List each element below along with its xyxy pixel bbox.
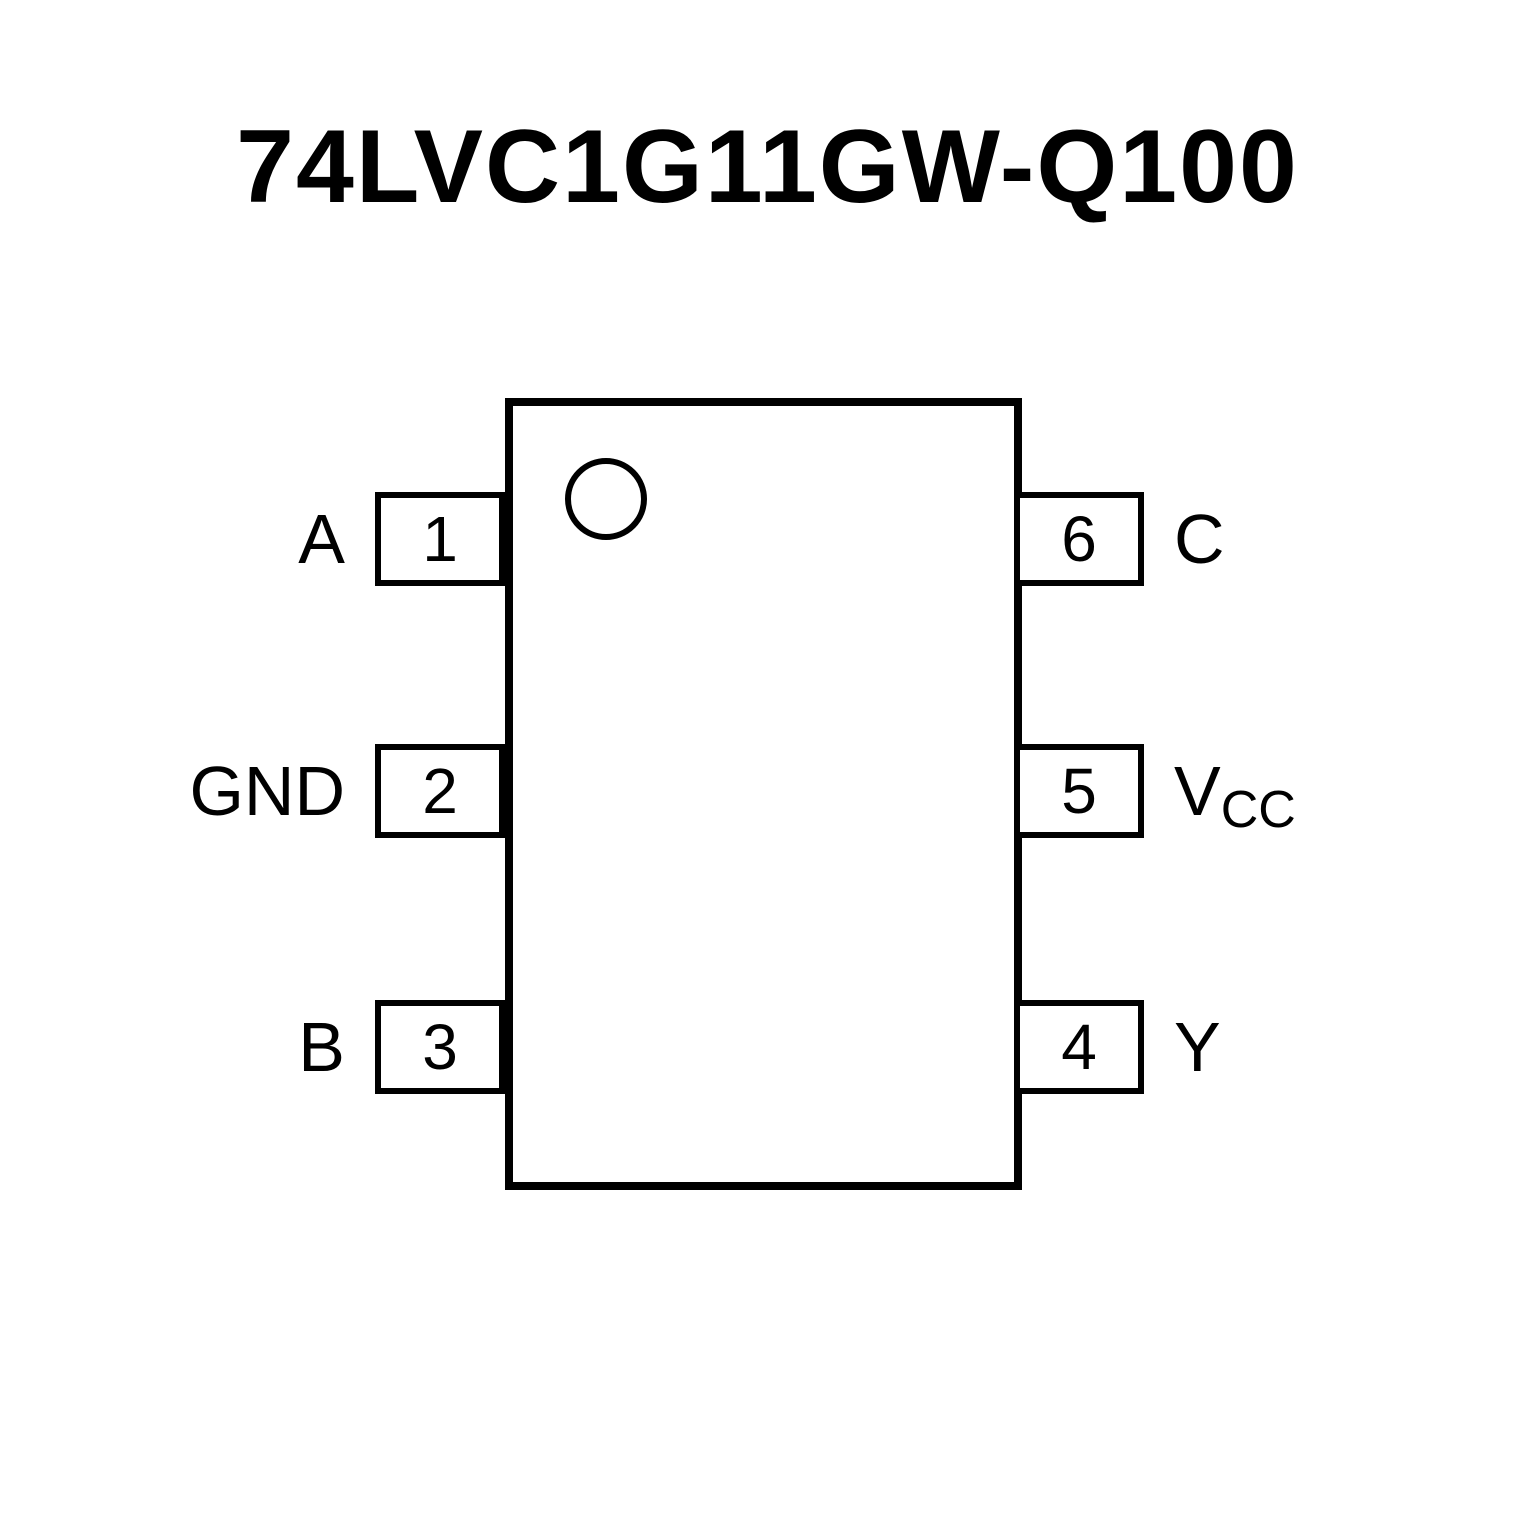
page-title: 74LVC1G11GW-Q100	[236, 109, 1299, 225]
pin-label: Y	[1174, 1008, 1221, 1086]
pin-label: B	[298, 1008, 345, 1086]
pin-number: 2	[422, 755, 458, 827]
pin-box: 2	[375, 744, 505, 838]
ic-body	[505, 398, 1022, 1190]
pin-number: 1	[422, 503, 458, 575]
pin-label-subscript: CC	[1220, 781, 1296, 839]
pin-box: 3	[375, 1000, 505, 1094]
pin-row-1: A 1	[0, 492, 505, 586]
pin-label: A	[298, 500, 345, 578]
pin-number: 3	[422, 1011, 458, 1083]
pin-row-6: 6 C	[1014, 492, 1225, 586]
pin-label: VCC	[1174, 752, 1296, 839]
pin-row-5: 5 VCC	[1014, 744, 1296, 838]
pin-label: GND	[189, 752, 345, 830]
pin-row-2: GND 2	[0, 744, 505, 838]
pin-number: 4	[1061, 1011, 1097, 1083]
pin-row-3: B 3	[0, 1000, 505, 1094]
pin-box: 4	[1014, 1000, 1144, 1094]
pin-box: 6	[1014, 492, 1144, 586]
pin-label: C	[1174, 500, 1225, 578]
pin-number: 6	[1061, 503, 1097, 575]
pin-box: 5	[1014, 744, 1144, 838]
pin-row-4: 4 Y	[1014, 1000, 1221, 1094]
pin-number: 5	[1061, 755, 1097, 827]
pin1-indicator-icon	[565, 458, 647, 540]
pin-box: 1	[375, 492, 505, 586]
